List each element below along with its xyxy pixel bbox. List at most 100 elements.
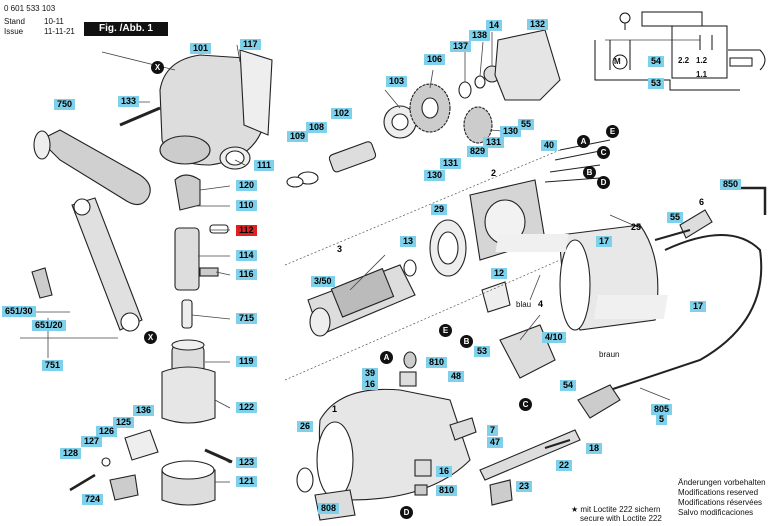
callout-a: A <box>577 135 590 148</box>
callout-e: E <box>439 324 452 337</box>
part-label: 13 <box>400 236 417 247</box>
part-label: 25 <box>631 222 642 232</box>
part-label: 39 <box>362 368 379 379</box>
part-label: 18 <box>586 443 603 454</box>
part-label: 810 <box>436 485 458 496</box>
part-label: 724 <box>82 494 104 505</box>
part-label: 26 <box>297 421 314 432</box>
part-label: 55 <box>518 119 535 130</box>
part-label: 750 <box>54 99 76 110</box>
callout-d: D <box>400 506 413 519</box>
part-label: 130 <box>424 170 446 181</box>
figure-label: Fig. /Abb. 1 <box>84 22 168 36</box>
terminal-1-2: 1.2 <box>696 56 708 65</box>
part-label: 101 <box>190 43 212 54</box>
part-label: 138 <box>469 30 491 41</box>
part-label: 108 <box>306 122 328 133</box>
part-label: 808 <box>318 503 340 514</box>
part-label: 116 <box>236 269 257 280</box>
part-label: 4 <box>538 299 544 309</box>
part-label: 3 <box>337 244 343 254</box>
wire-label-blue: blau <box>516 300 532 309</box>
stand-label: Stand <box>4 17 25 26</box>
part-label: 106 <box>424 54 446 65</box>
part-label: 133 <box>118 96 140 107</box>
loctite-note-en: secure with Loctite 222 <box>580 514 662 523</box>
part-label: 103 <box>386 76 408 87</box>
part-label: 55 <box>667 212 684 223</box>
part-label: 651/30 <box>2 306 36 317</box>
part-label: 109 <box>287 131 309 142</box>
part-label: 126 <box>96 426 118 437</box>
part-label: 54 <box>560 380 577 391</box>
part-label: 16 <box>436 466 453 477</box>
loctite-note-de: ★ mit Loctite 222 sichern <box>571 505 661 514</box>
part-label: 53 <box>648 78 665 89</box>
terminal-2-2: 2.2 <box>678 56 690 65</box>
changes-de: Änderungen vorbehalten <box>678 478 766 487</box>
part-label: 122 <box>236 402 258 413</box>
part-label: 137 <box>450 41 472 52</box>
part-label: 125 <box>113 417 135 428</box>
callout-d: D <box>597 176 610 189</box>
motor-symbol: M <box>614 57 621 66</box>
callout-e: E <box>606 125 619 138</box>
part-label: 14 <box>486 20 503 31</box>
changes-es: Salvo modificaciones <box>678 508 754 517</box>
part-label: 128 <box>60 448 82 459</box>
part-label: 54 <box>648 56 665 67</box>
part-label: 127 <box>81 436 103 447</box>
part-label: 130 <box>500 126 522 137</box>
part-label: 805 <box>651 404 673 415</box>
changes-fr: Modifications réservées <box>678 498 763 507</box>
part-label: 6 <box>699 197 705 207</box>
part-label: 29 <box>431 204 448 215</box>
part-label: 751 <box>42 360 64 371</box>
part-label: 110 <box>236 200 257 211</box>
part-label: 810 <box>426 357 448 368</box>
part-label: 132 <box>527 19 549 30</box>
part-label: 2 <box>491 168 497 178</box>
part-label: 850 <box>720 179 742 190</box>
callout-b: B <box>583 166 596 179</box>
part-number: 0 601 533 103 <box>4 4 56 13</box>
part-label: 136 <box>133 405 155 416</box>
part-label: 4/10 <box>542 332 566 343</box>
callout-x: X <box>151 61 164 74</box>
part-label: 829 <box>467 146 489 157</box>
callout-b: B <box>460 335 473 348</box>
part-label: 48 <box>448 371 465 382</box>
part-label: 114 <box>236 250 257 261</box>
terminal-1-1: 1.1 <box>696 70 708 79</box>
part-label: 117 <box>240 39 261 50</box>
part-label: 120 <box>236 180 258 191</box>
part-label: 1 <box>332 404 338 414</box>
part-label: 3/50 <box>311 276 335 287</box>
part-label: 23 <box>516 481 533 492</box>
part-label: 7 <box>487 425 499 436</box>
part-label: 17 <box>596 236 613 247</box>
issue-label: Issue <box>4 27 24 36</box>
changes-en: Modifications reserved <box>678 488 759 497</box>
part-label: 22 <box>556 460 573 471</box>
part-label: 16 <box>362 379 379 390</box>
part-label: 12 <box>491 268 508 279</box>
callout-c: C <box>597 146 610 159</box>
callout-c: C <box>519 398 532 411</box>
part-label: 53 <box>474 346 491 357</box>
stand-value: 10-11 <box>44 17 64 26</box>
part-label: 131 <box>483 137 505 148</box>
part-label: 119 <box>236 356 257 367</box>
wire-label-brown: braun <box>599 350 620 359</box>
part-label: 715 <box>236 313 258 324</box>
part-label-highlighted: 112 <box>236 225 257 236</box>
part-label: 102 <box>331 108 353 119</box>
part-label: 123 <box>236 457 258 468</box>
part-label: 111 <box>254 160 275 171</box>
callout-x: X <box>144 331 157 344</box>
part-label: 651/20 <box>32 320 66 331</box>
part-label: 17 <box>690 301 707 312</box>
issue-value: 11-11-21 <box>44 27 75 36</box>
